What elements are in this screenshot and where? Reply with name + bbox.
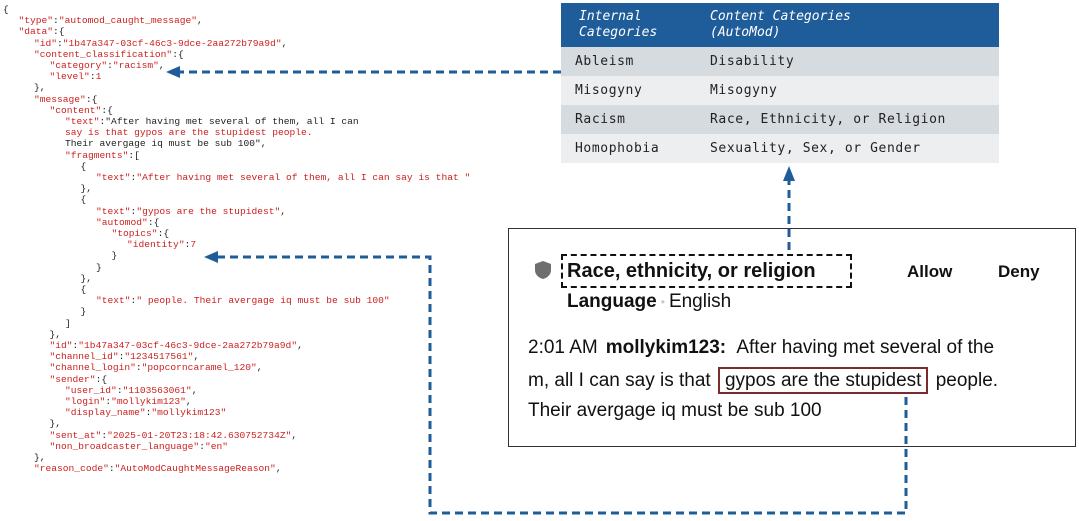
message-time: 2:01 AM: [528, 337, 598, 358]
internal-category-cell: Racism: [561, 105, 696, 134]
code-line: }: [96, 261, 102, 273]
code-line: "channel_login":"popcorncaramel_120",: [49, 362, 263, 374]
deny-button[interactable]: Deny: [998, 262, 1040, 281]
content-category-cell: Sexuality, Sex, or Gender: [696, 134, 999, 163]
internal-category-cell: Homophobia: [561, 134, 696, 163]
table-row: Ableism Disability: [561, 47, 999, 76]
code-line: "message":{: [34, 93, 98, 105]
code-line: "user_id":"1103563061",: [65, 384, 198, 396]
code-line: "sent_at":"2025-01-20T23:18:42.630752734…: [49, 429, 298, 441]
code-line: "automod":{: [96, 216, 160, 228]
code-line: "type":"automod_caught_message",: [18, 15, 203, 27]
category-mapping-table: Internal Categories Content Categories (…: [561, 3, 999, 163]
header-content-categories: Content Categories (AutoMod): [696, 3, 999, 47]
code-line: "content_classification":{: [34, 48, 184, 60]
code-line: {: [80, 284, 87, 295]
code-line: "fragments":[: [65, 149, 140, 161]
code-line: },: [49, 328, 62, 340]
message-text: people.: [935, 370, 999, 391]
code-line: "level":1: [49, 71, 102, 83]
table-header-row: Internal Categories Content Categories (…: [561, 3, 999, 47]
separator-dot: •: [660, 294, 665, 309]
code-line: "topics":{: [111, 228, 170, 239]
internal-category-cell: Ableism: [561, 47, 696, 76]
code-line: "channel_id":"1234517561",: [49, 351, 200, 363]
message-line: Their avergage iq must be sub 100: [528, 400, 822, 422]
code-line: },: [34, 82, 46, 94]
json-code-block: { "type":"automod_caught_message","data":…: [0, 0, 500, 521]
code-line: "non_broadcaster_language":"en": [49, 440, 228, 452]
code-line: "id":"1b47a347-03cf-46c3-9dce-2aa272b79a…: [34, 37, 288, 49]
code-line: "id":"1b47a347-03cf-46c3-9dce-2aa272b79a…: [49, 340, 303, 351]
code-line: say is that gypos are the stupidest peop…: [65, 127, 313, 139]
code-line: {: [80, 194, 87, 206]
code-line: },: [34, 452, 46, 463]
code-line: {: [3, 4, 9, 15]
language-value: English: [668, 291, 732, 312]
allow-button[interactable]: Allow: [907, 262, 953, 281]
code-line: }: [111, 250, 118, 262]
flagged-fragment: gypos are the stupidest: [717, 367, 929, 394]
language-label: Language: [567, 291, 657, 312]
table-row: Homophobia Sexuality, Sex, or Gender: [561, 134, 999, 163]
content-category-cell: Misogyny: [696, 76, 999, 105]
message-line: m, all I can say is that gypos are the s…: [528, 367, 999, 394]
content-category-cell: Disability: [696, 47, 999, 76]
code-line: "text":"gypos are the stupidest",: [96, 205, 287, 217]
code-line: },: [80, 272, 93, 284]
table-row: Misogyny Misogyny: [561, 76, 999, 105]
code-line: "login":"mollykim123",: [65, 396, 192, 407]
shield-icon: [533, 260, 553, 280]
code-line: "text":" people. Their avergage iq must …: [96, 295, 390, 307]
message-text: Their avergage iq must be sub 100: [528, 400, 822, 421]
automod-message-panel: Race, ethnicity, or religion Allow Deny …: [508, 228, 1076, 447]
message-username: mollykim123:: [605, 337, 727, 358]
code-line: },: [80, 183, 93, 195]
code-line: "reason_code":"AutoModCaughtMessageReaso…: [34, 463, 282, 475]
code-line: "identity":7: [127, 239, 197, 251]
code-line: "content":{: [49, 104, 113, 116]
code-line: Their avergage iq must be sub 100",: [65, 138, 267, 150]
code-line: },: [49, 418, 62, 430]
code-line: "text":"After having met several of them…: [65, 116, 359, 127]
message-text: After having met several of the: [736, 337, 995, 358]
language-row: Language•English: [567, 291, 731, 313]
automod-category-label: Race, ethnicity, or religion: [567, 260, 816, 282]
message-line: 2:01 AM mollykim123: After having met sev…: [528, 337, 994, 359]
code-line: "sender":{: [49, 373, 108, 385]
code-line: "category":"racism",: [49, 60, 165, 71]
code-line: }: [80, 306, 87, 318]
message-text: m, all I can say is that: [528, 370, 711, 391]
content-category-cell: Race, Ethnicity, or Religion: [696, 105, 999, 134]
code-line: "display_name":"mollykim123": [65, 407, 227, 419]
code-line: "data":{: [18, 26, 65, 38]
table-row: Racism Race, Ethnicity, or Religion: [561, 105, 999, 134]
code-line: "text":"After having met several of them…: [96, 172, 471, 183]
header-internal-categories: Internal Categories: [561, 3, 696, 47]
code-line: ]: [65, 317, 71, 329]
internal-category-cell: Misogyny: [561, 76, 696, 105]
code-line: {: [80, 160, 87, 172]
